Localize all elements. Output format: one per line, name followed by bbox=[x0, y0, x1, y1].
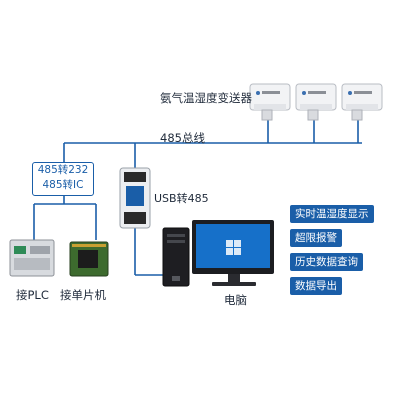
plc-icon bbox=[9, 239, 55, 277]
computer-label: 电脑 bbox=[224, 293, 247, 307]
sensor-1-icon bbox=[249, 83, 291, 121]
mcu-label: 接单片机 bbox=[60, 288, 106, 302]
feature-over-limit-alarm: 超限报警 bbox=[290, 229, 342, 247]
bus-label: 485总线 bbox=[160, 131, 205, 145]
converter-box: 485转232 485转IC bbox=[32, 162, 94, 196]
feature-realtime-display: 实时温湿度显示 bbox=[290, 205, 374, 223]
converter-line-2: 485转IC bbox=[42, 179, 84, 191]
converter-line-1: 485转232 bbox=[37, 164, 89, 176]
sensor-title: 氨气温湿度变送器 bbox=[160, 91, 252, 105]
pc-tower-icon bbox=[162, 227, 190, 287]
sensor-2-icon bbox=[295, 83, 337, 121]
feature-data-export: 数据导出 bbox=[290, 277, 342, 295]
feature-history-query: 历史数据查询 bbox=[290, 253, 363, 271]
usb-converter-icon bbox=[119, 167, 151, 229]
usb-label: USB转485 bbox=[154, 192, 209, 205]
plc-label: 接PLC bbox=[16, 288, 49, 302]
sensor-3-icon bbox=[341, 83, 383, 121]
mcu-board-icon bbox=[69, 241, 109, 277]
monitor-icon bbox=[192, 220, 274, 286]
